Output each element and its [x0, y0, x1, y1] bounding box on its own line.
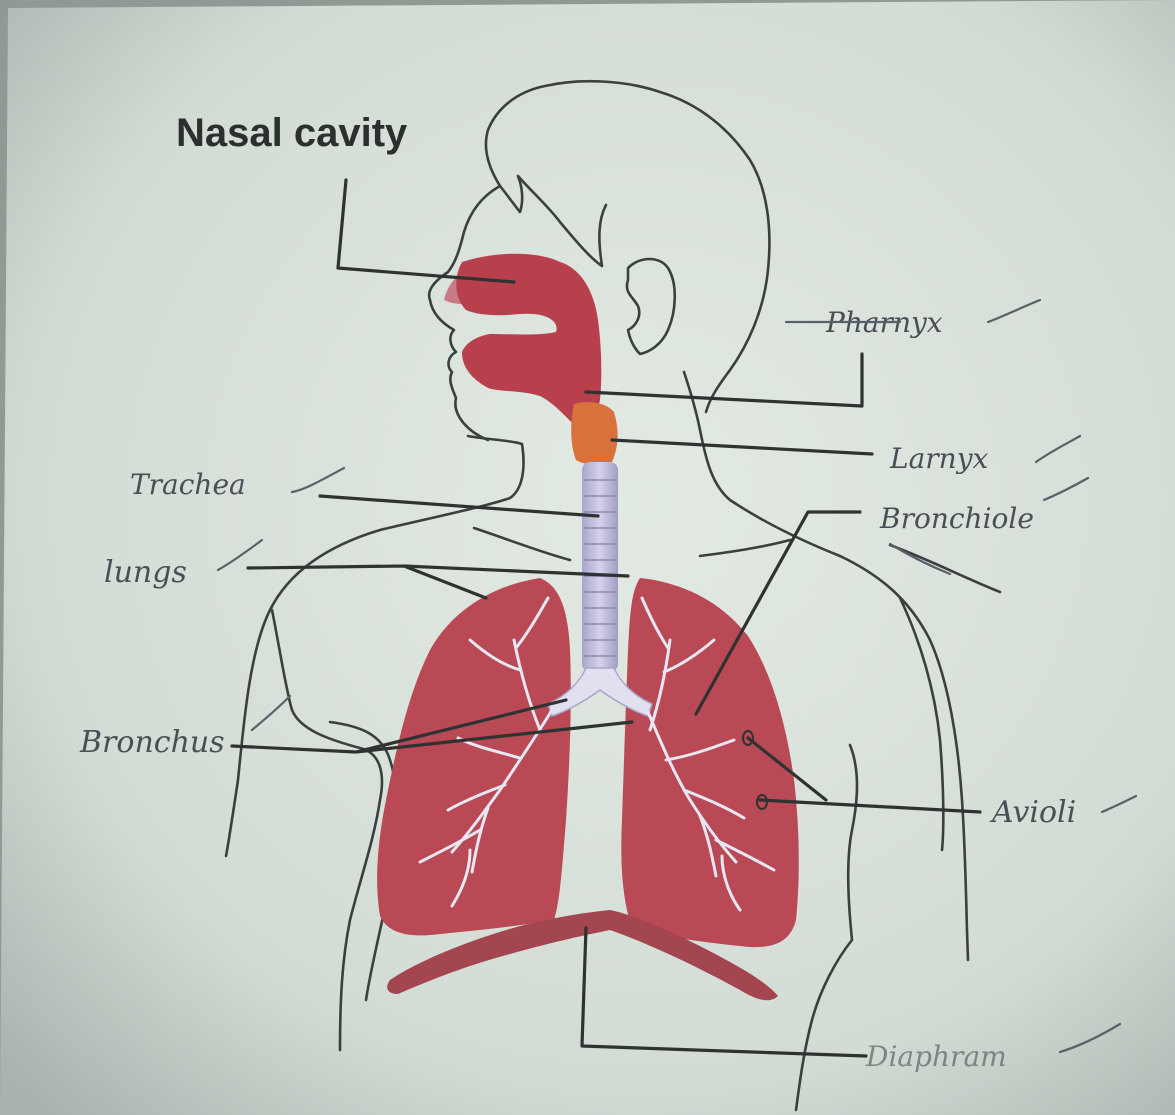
larynx-shape — [571, 402, 617, 465]
label-alveoli: Avioli — [989, 795, 1076, 830]
label-bronchus: Bronchus — [79, 725, 225, 760]
label-larynx: Larnyx — [889, 442, 989, 475]
label-trachea: Trachea — [130, 468, 246, 501]
label-bronchiole: Bronchiole — [879, 502, 1034, 535]
label-lungs: lungs — [104, 555, 187, 590]
label-diaphragm: Diaphram — [865, 1040, 1007, 1073]
label-nasal-cavity: Nasal cavity — [176, 111, 408, 155]
